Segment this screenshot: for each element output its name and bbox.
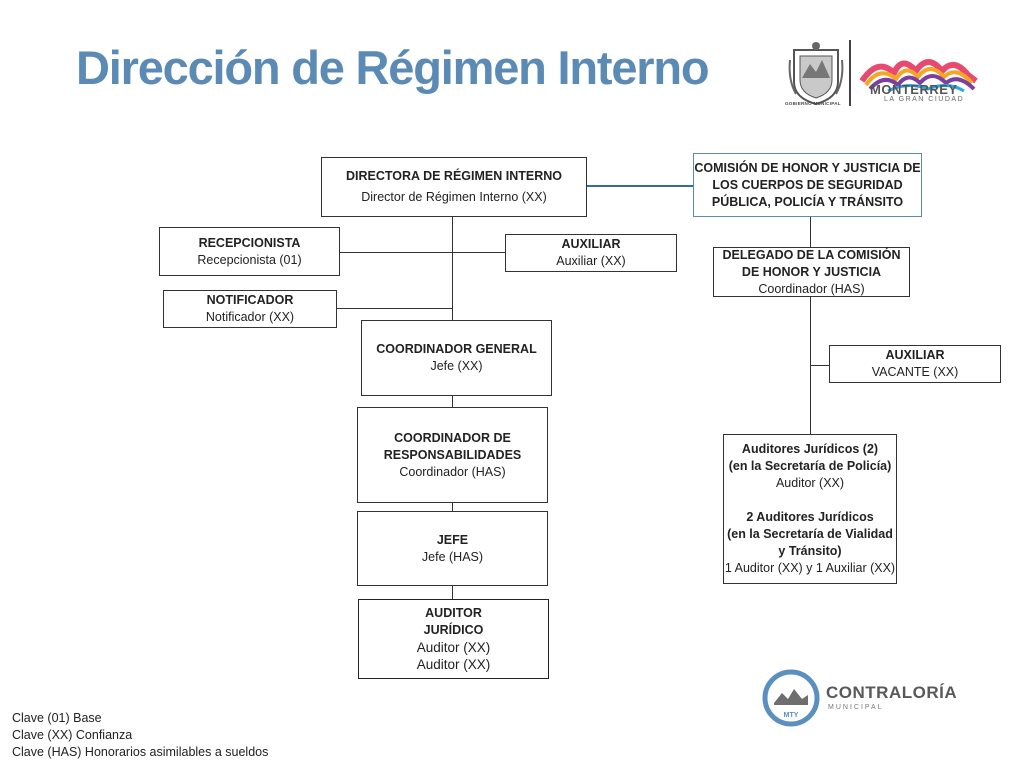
contraloria-wordmark: CONTRALORÍA [826,683,958,702]
delegado-line1: DELEGADO DE LA COMISIÓN [722,247,901,262]
directora-title: DIRECTORA DE RÉGIMEN INTERNO [346,169,562,183]
monterrey-tagline: LA GRAN CIUDAD [884,96,965,103]
contraloria-logo-icon: MTY [762,669,820,727]
box-recepcionista: RECEPCIONISTA Recepcionista (01) [159,227,340,276]
jefe-title: JEFE [436,532,469,547]
box-delegado: DELEGADO DE LA COMISIÓN DE HONOR Y JUSTI… [713,247,910,297]
monterrey-wordmark: MONTERREY [870,82,958,97]
delegado-line2: DE HONOR Y JUSTICIA [741,264,882,279]
monterrey-logo-icon [859,59,978,93]
recepcionista-title: RECEPCIONISTA [198,235,301,250]
box-auxiliar: AUXILIAR Auxiliar (XX) [505,234,677,272]
connector-resp-jefe [452,502,453,511]
legend-item-honorarios: Clave (HAS) Honorarios asimilables a sue… [12,745,269,759]
seal-caption: GOBIERNO MUNICIPAL [785,101,841,106]
notificador-role: Notificador (XX) [205,310,295,324]
auxiliar-vacante-role: VACANTE (XX) [871,365,959,379]
auditores-line4: 2 Auditores Jurídicos [746,510,874,524]
connector-recepcionista-auxiliar [339,252,505,253]
box-notificador: NOTIFICADOR Notificador (XX) [163,290,337,328]
contraloria-badge-text: MTY [784,712,799,719]
box-auditor-juridico: AUDITOR JURÍDICO Auditor (XX) Auditor (X… [358,599,549,679]
box-coordinador-responsabilidades: COORDINADOR DE RESPONSABILIDADES Coordin… [357,407,548,503]
coord-resp-line2: RESPONSABILIDADES [383,447,522,462]
comision-line2: LOS CUERPOS DE SEGURIDAD [712,177,903,192]
connector-auxiliar-vacante [810,365,829,366]
coord-resp-role: Coordinador (HAS) [399,464,506,479]
auditores-line1: Auditores Jurídicos (2) [741,442,879,456]
auditor-juridico-line1: AUDITOR [425,606,482,620]
auxiliar-role: Auxiliar (XX) [556,254,626,268]
auditores-line7: 1 Auditor (XX) y 1 Auxiliar (XX) [724,561,896,575]
auxiliar-vacante-title: AUXILIAR [885,348,945,362]
connector-jefe-auditor [452,585,453,599]
comision-line3: PÚBLICA, POLICÍA Y TRÁNSITO [711,194,904,209]
coord-general-title: COORDINADOR GENERAL [376,342,537,356]
recepcionista-role: Recepcionista (01) [197,252,302,267]
box-auxiliar-vacante: AUXILIAR VACANTE (XX) [829,345,1001,383]
coord-general-role: Jefe (XX) [430,359,483,373]
coord-resp-line1: COORDINADOR DE [394,430,511,445]
connector-main-vertical [452,216,453,320]
connector-notificador [337,308,453,309]
legend-item-base: Clave (01) Base [12,711,102,725]
jefe-role: Jefe (HAS) [421,549,484,564]
box-auditores-juridicos: Auditores Jurídicos (2) (en la Secretarí… [723,434,897,584]
page-title: Dirección de Régimen Interno [76,41,710,94]
notificador-title: NOTIFICADOR [206,293,294,307]
box-comision: COMISIÓN DE HONOR Y JUSTICIA DE LOS CUER… [693,153,922,217]
directora-role: Director de Régimen Interno (XX) [361,190,547,204]
auditores-line3: Auditor (XX) [775,476,845,490]
comision-line1: COMISIÓN DE HONOR Y JUSTICIA DE [694,160,921,175]
connector-coord-general-resp [452,395,453,407]
auditor-juridico-line2: JURÍDICO [423,623,484,637]
connector-comision-delegado [810,216,811,247]
legend: Clave (01) Base Clave (XX) Confianza Cla… [12,710,268,761]
contraloria-subtitle: MUNICIPAL [828,704,884,711]
logo-separator [849,40,851,106]
box-directora: DIRECTORA DE RÉGIMEN INTERNO Director de… [321,157,587,217]
auxiliar-title: AUXILIAR [561,237,621,251]
delegado-role: Coordinador (HAS) [758,281,865,296]
auditor-juridico-role2: Auditor (XX) [416,657,491,672]
auditores-line6: y Tránsito) [778,544,842,558]
municipal-seal-logo [788,42,844,106]
auditores-line2: (en la Secretaría de Policía) [728,459,892,473]
auditores-line5: (en la Secretaría de Vialidad [727,527,893,541]
legend-item-confianza: Clave (XX) Confianza [12,728,133,742]
box-jefe: JEFE Jefe (HAS) [357,511,548,586]
auditor-juridico-role1: Auditor (XX) [416,640,491,655]
box-coordinador-general: COORDINADOR GENERAL Jefe (XX) [361,320,552,396]
connector-directora-comision [586,185,694,187]
